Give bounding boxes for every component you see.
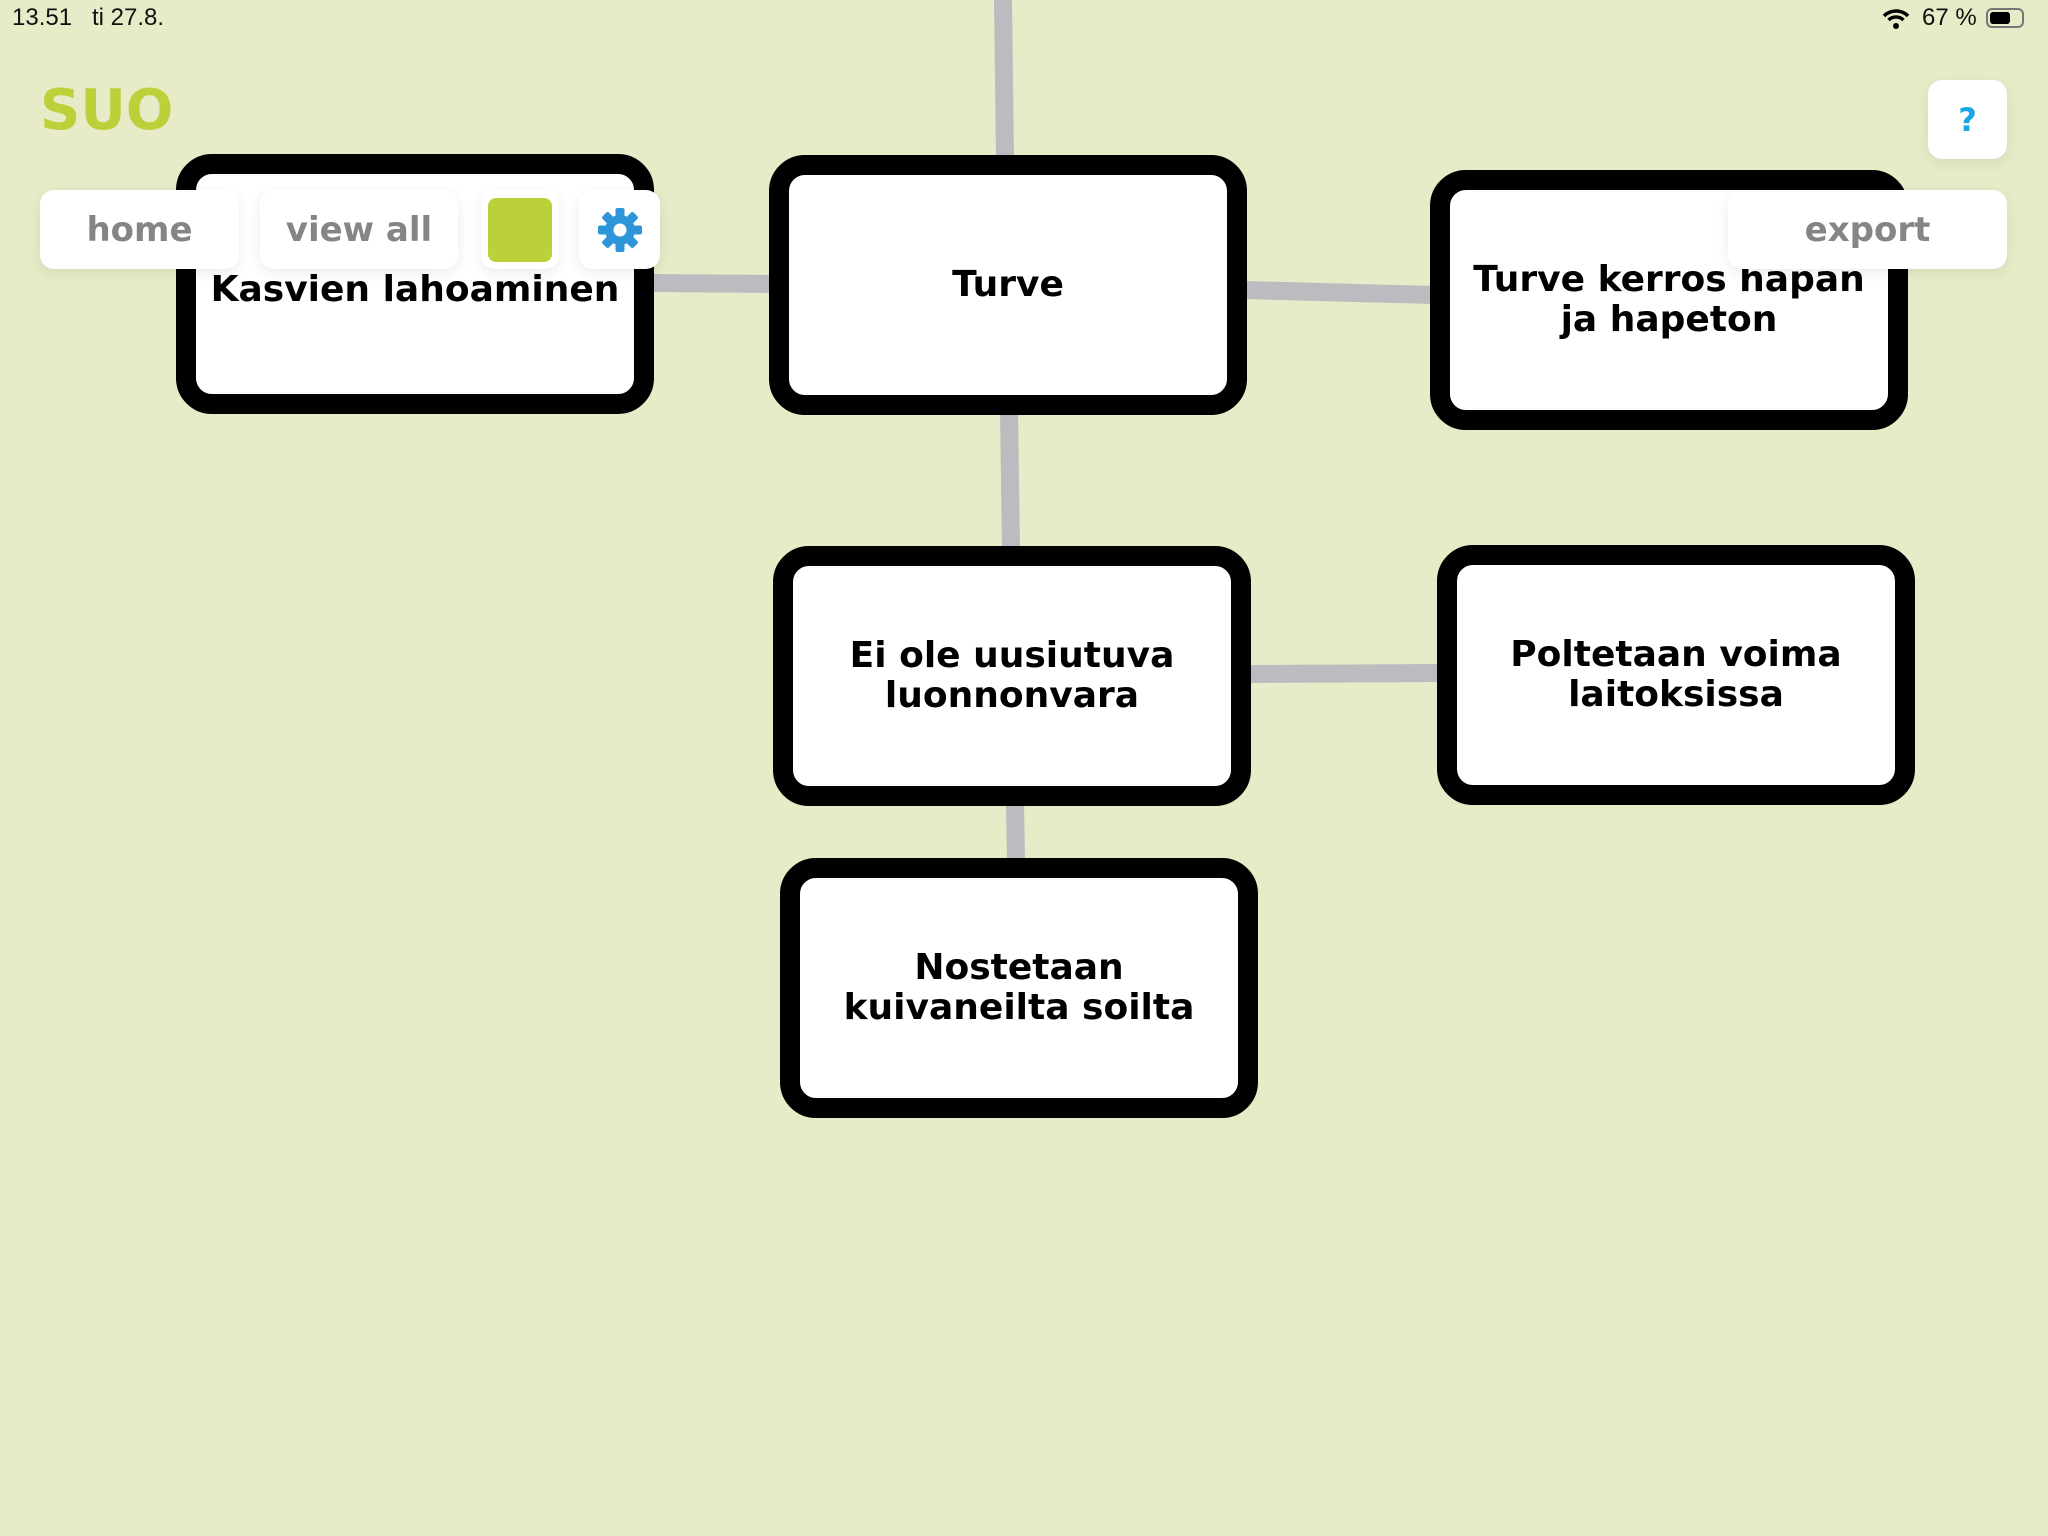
node-label: Ei ole uusiutuva luonnonvara: [849, 635, 1175, 716]
connector: [1247, 664, 1441, 683]
home-button[interactable]: home: [40, 190, 239, 269]
status-time: 13.51: [12, 4, 73, 31]
connector: [1006, 801, 1025, 863]
connector: [994, 0, 1014, 161]
app-logo: SUO: [40, 78, 174, 143]
node-label: Turve kerros hapan ja hapeton: [1473, 259, 1865, 340]
color-picker-button[interactable]: [481, 190, 559, 269]
gear-icon: [597, 207, 642, 252]
settings-button[interactable]: [579, 190, 660, 269]
connector: [1000, 409, 1020, 551]
view-all-button[interactable]: view all: [260, 190, 458, 269]
export-button[interactable]: export: [1728, 190, 2007, 269]
connector: [649, 274, 773, 293]
battery-icon: [1986, 8, 2024, 28]
connector: [1243, 281, 1434, 304]
node-ei-ole-uusiutuva[interactable]: Ei ole uusiutuva luonnonvara: [773, 546, 1251, 806]
node-label: Kasvien lahoaminen: [210, 269, 620, 310]
help-button[interactable]: ?: [1928, 80, 2007, 159]
node-label: Nostetaan kuivaneilta soilta: [843, 947, 1195, 1028]
color-swatch: [488, 197, 552, 262]
status-date: ti 27.8.: [92, 4, 165, 31]
node-turve[interactable]: Turve: [769, 155, 1247, 415]
wifi-icon: [1882, 8, 1910, 36]
node-label: Turve: [952, 264, 1064, 305]
node-nostetaan[interactable]: Nostetaan kuivaneilta soilta: [780, 858, 1258, 1118]
battery-percent: 67 %: [1922, 4, 1977, 31]
node-poltetaan[interactable]: Poltetaan voima laitoksissa: [1437, 545, 1915, 805]
node-label: Poltetaan voima laitoksissa: [1510, 634, 1842, 715]
